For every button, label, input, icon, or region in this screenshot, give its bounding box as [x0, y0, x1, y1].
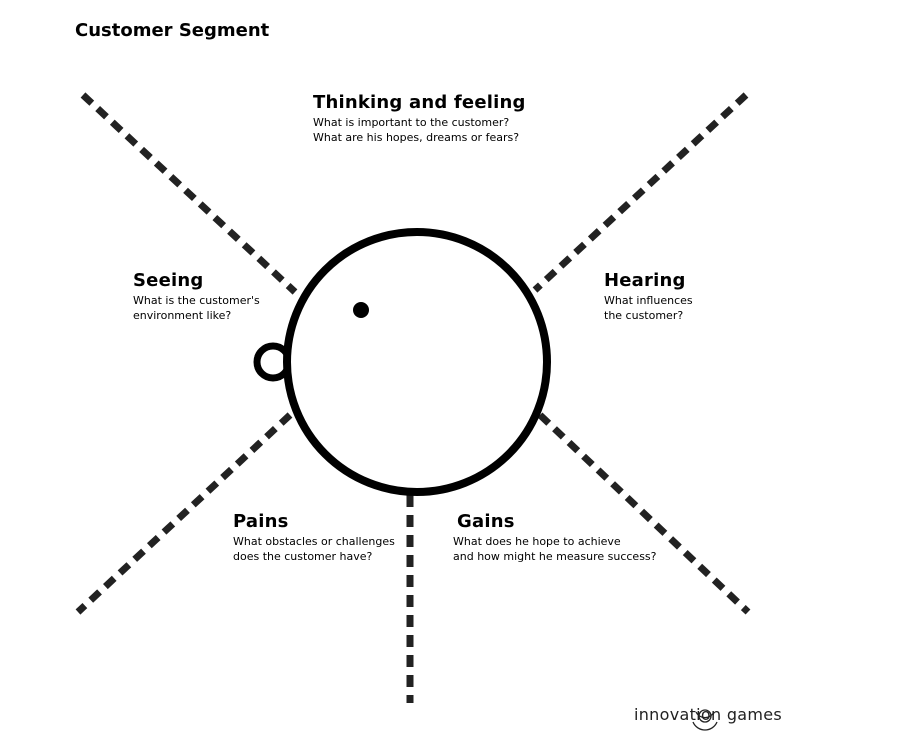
page-title: Customer Segment [75, 20, 270, 41]
section-gains: Gains What does he hope to achieve and ho… [453, 511, 657, 564]
section-text: the customer? [604, 309, 684, 322]
head-icon [283, 228, 551, 496]
divider-bottom-left [75, 412, 293, 615]
section-heading: Pains [233, 511, 289, 532]
section-text: does the customer have? [233, 550, 373, 563]
logo-mark-icon [692, 709, 718, 731]
eye-icon [353, 302, 369, 318]
section-pains: Pains What obstacles or challenges does t… [233, 511, 395, 564]
section-text: What is the customer's [133, 294, 260, 307]
section-heading: Thinking and feeling [313, 92, 526, 113]
divider-bottom-right [537, 412, 751, 615]
section-heading: Seeing [133, 270, 204, 291]
section-text: and how might he measure success? [453, 550, 657, 563]
section-text: What influences [604, 294, 693, 307]
section-text: environment like? [133, 309, 232, 322]
innovation-games-logo: innovation games [634, 705, 783, 724]
section-text: What does he hope to achieve [453, 535, 621, 548]
section-text: What are his hopes, dreams or fears? [313, 131, 520, 144]
section-thinking-and-feeling: Thinking and feeling What is important t… [313, 92, 526, 145]
section-heading: Gains [457, 511, 515, 532]
section-hearing: Hearing What influences the customer? [604, 270, 693, 323]
section-seeing: Seeing What is the customer's environment… [133, 270, 260, 323]
section-text: What obstacles or challenges [233, 535, 395, 548]
divider-top-left [80, 92, 298, 295]
section-heading: Hearing [604, 270, 686, 291]
divider-top-right [532, 92, 749, 293]
section-text: What is important to the customer? [313, 116, 510, 129]
